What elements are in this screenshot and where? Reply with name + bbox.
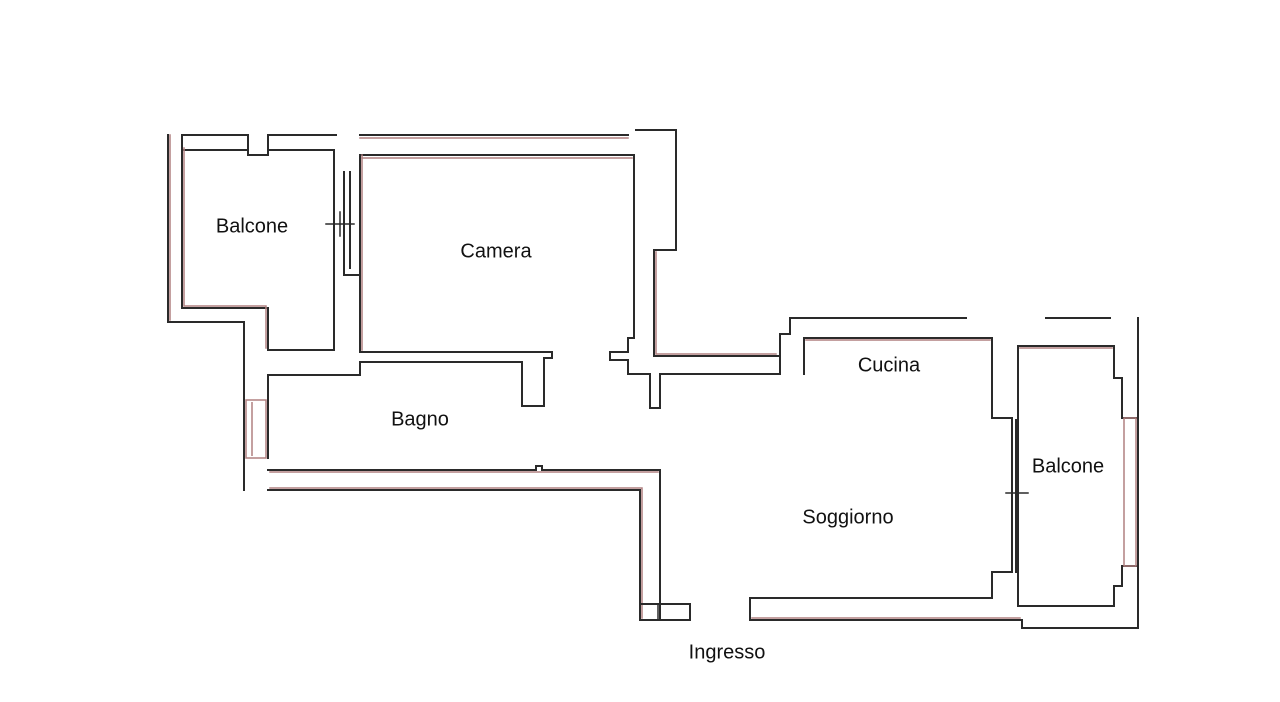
wall-camera bbox=[267, 129, 967, 459]
room-label-bagno: Bagno bbox=[391, 408, 449, 431]
wall-balcone-left bbox=[167, 134, 355, 491]
room-label-soggiorno: Soggiorno bbox=[802, 506, 894, 529]
wall-balcone-right bbox=[1017, 317, 1139, 629]
room-label-camera: Camera bbox=[460, 240, 532, 263]
wall-soggiorno bbox=[639, 337, 1137, 629]
room-label-balcone-left: Balcone bbox=[215, 215, 289, 238]
room-label-ingresso: Ingresso bbox=[688, 641, 766, 664]
room-label-balcone-right: Balcone bbox=[1031, 455, 1105, 478]
wall-bagno bbox=[245, 399, 661, 621]
room-label-cucina: Cucina bbox=[857, 354, 921, 377]
